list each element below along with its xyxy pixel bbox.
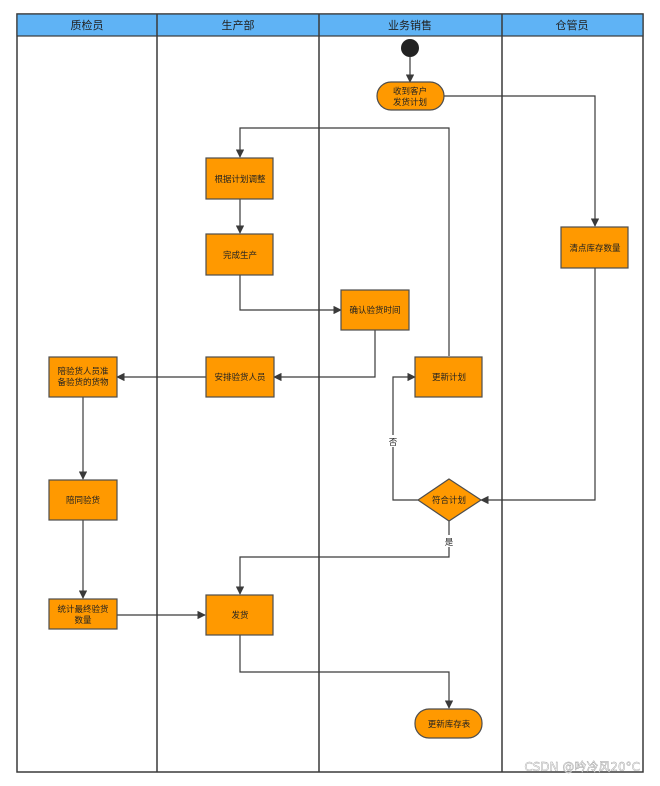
edge-update-plan-to-adjust (235, 127, 450, 356)
node-label: 统计最终验货 (57, 604, 109, 615)
edge-check-yes-to-ship (235, 521, 450, 595)
lane-title-sales: 业务销售 (388, 18, 432, 32)
node-check-plan (416, 478, 483, 522)
node-label: 发货计划 (393, 97, 427, 108)
node-receive-plan (376, 81, 445, 111)
watermark-text: CSDN @吟冷风20°C (524, 759, 640, 774)
edge-label-yes: 是 (445, 538, 454, 548)
edges (78, 57, 600, 709)
swimlane-frame (16, 13, 644, 773)
lane-title-warehouse: 仓管员 (556, 18, 589, 32)
node-adjust-plan (205, 157, 274, 200)
node-count-final (48, 598, 118, 630)
lane-title-production: 生产部 (222, 18, 255, 32)
edge-label-no: 否 (389, 438, 398, 448)
node-label: 确认验货时间 (349, 305, 400, 316)
node-confirm-time (340, 289, 410, 331)
node-arrange-inspector (205, 356, 275, 398)
node-finish-production (205, 233, 274, 276)
node-label: 符合计划 (432, 495, 466, 506)
edge-label-bg (443, 535, 455, 547)
lane-header-bar (16, 13, 644, 37)
node-label: 安排验货人员 (214, 372, 265, 383)
node-update-plan (414, 356, 483, 398)
edge-receive-to-count-stock (444, 95, 600, 227)
node-label: 更新库存表 (428, 719, 471, 730)
node-ship (205, 594, 274, 636)
node-label: 根据计划调整 (214, 174, 266, 185)
edge-finish-to-confirm (239, 275, 342, 315)
edge-ship-to-update-stock (239, 635, 454, 709)
node-label: 完成生产 (223, 250, 257, 261)
node-label: 更新计划 (432, 372, 466, 383)
start-node (401, 39, 419, 57)
node-inspect-with (48, 479, 118, 521)
node-label: 数量 (74, 615, 92, 626)
node-inspector-prepare (48, 356, 118, 398)
node-update-stock (414, 708, 483, 739)
node-label: 陪同验货 (66, 495, 101, 506)
lane-title-qc: 质检员 (71, 18, 104, 32)
node-label: 陪验货人员准 (57, 366, 109, 377)
node-label: 备验货的货物 (57, 377, 109, 388)
node-label: 收到客户 (393, 86, 427, 97)
node-count-stock (560, 226, 629, 269)
node-label: 清点库存数量 (569, 243, 621, 254)
edge-count-stock-to-check (480, 268, 596, 505)
edge-label-bg (388, 435, 398, 447)
edge-confirm-to-arrange (273, 330, 376, 382)
node-label: 发货 (231, 610, 249, 621)
